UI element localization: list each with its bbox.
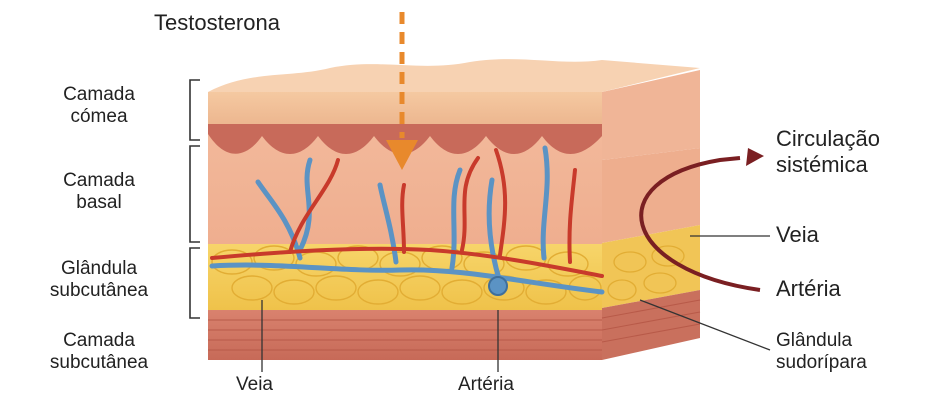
testosterone-label: Testosterona [154, 10, 280, 36]
left-label-corneal-line2: cómea [24, 106, 174, 128]
right-gland-label-line2: sudorípara [776, 352, 867, 374]
block-side-face [602, 70, 700, 360]
bottom-artery-label: Artéria [458, 374, 514, 396]
sweat-gland [489, 277, 507, 295]
right-gland-label-line1: Glândula [776, 330, 867, 352]
layer-brackets [190, 80, 200, 318]
left-label-corneal-line1: Camada [24, 84, 174, 106]
bottom-vein-label: Veia [236, 374, 273, 396]
left-label-basal-line1: Camada [24, 170, 174, 192]
circulation-label: Circulação sistémica [776, 126, 880, 178]
left-label-gland-line1: Glândula [14, 258, 184, 280]
right-gland-label: Glândula sudorípara [776, 330, 867, 374]
right-artery-label: Artéria [776, 276, 841, 302]
left-label-subcutaneous-line1: Camada [14, 330, 184, 352]
left-label-subcutaneous-line2: subcutânea [14, 352, 184, 374]
circulation-label-line1: Circulação [776, 126, 880, 152]
left-label-gland: Glândula subcutânea [14, 258, 184, 302]
left-label-basal-line2: basal [24, 192, 174, 214]
left-label-basal: Camada basal [24, 170, 174, 214]
circulation-label-line2: sistémica [776, 152, 880, 178]
subcutaneous-layer [208, 310, 602, 360]
left-label-subcutaneous: Camada subcutânea [14, 330, 184, 374]
left-label-corneal: Camada cómea [24, 84, 174, 128]
left-label-gland-line2: subcutânea [14, 280, 184, 302]
right-vein-label: Veia [776, 222, 819, 248]
